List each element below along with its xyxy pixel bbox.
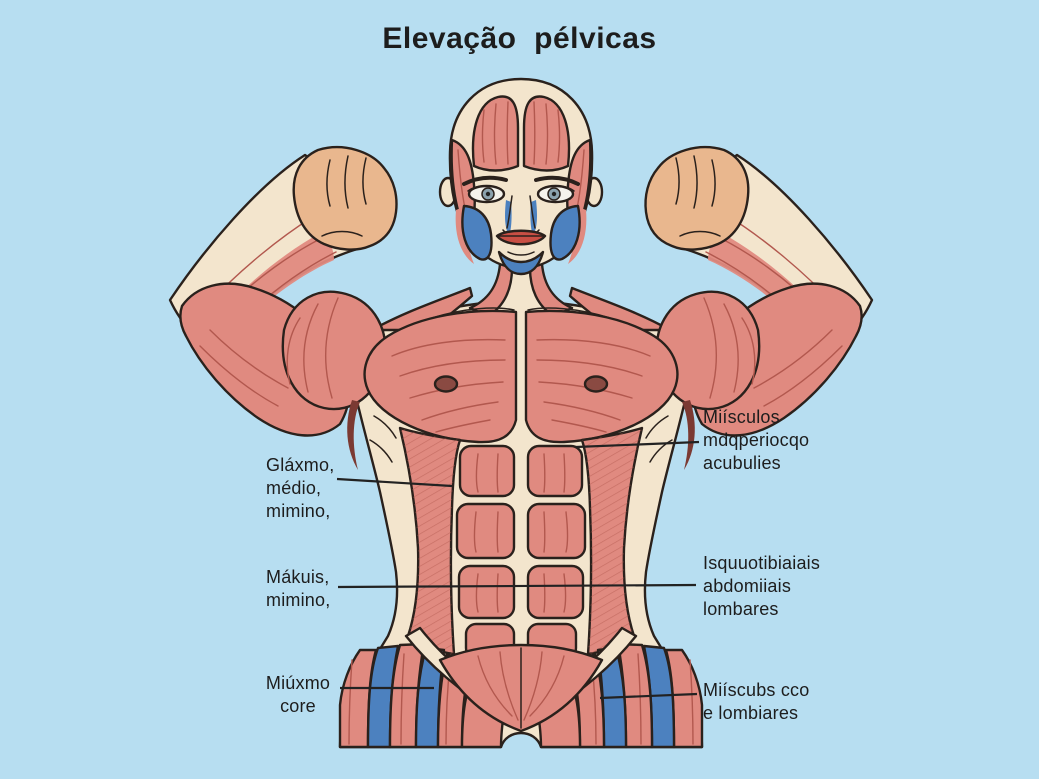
- label-left-1: Gláxmo, médio, mimino,: [266, 454, 334, 523]
- label-line: e lombiares: [703, 703, 799, 723]
- right-eyebrow: [534, 175, 580, 186]
- right-nipple: [583, 375, 609, 393]
- label-left-2: Mákuis, mimino,: [266, 566, 330, 612]
- left-fist: [292, 146, 398, 251]
- pectorals: [363, 309, 679, 463]
- head: [438, 77, 604, 276]
- diagram-title: Elevação pélvicas: [382, 22, 657, 55]
- right-fist: [644, 146, 750, 251]
- label-line: Isquuotibiaiais: [703, 553, 821, 573]
- label-line: Miíscubs cco: [703, 680, 810, 700]
- pelvis-and-thighs: [338, 626, 704, 749]
- label-line: abdomiiais: [703, 576, 792, 596]
- label-right-1: Miísculos mdqperiocqo acubulies: [703, 406, 809, 475]
- label-line: mimino,: [266, 501, 331, 521]
- left-nipple: [433, 375, 459, 393]
- forehead-muscles: [471, 95, 520, 172]
- leader-lines: [336, 440, 700, 700]
- label-line: médio,: [266, 478, 322, 498]
- label-line: Miísculos: [703, 407, 780, 427]
- label-line: acubulies: [703, 453, 781, 473]
- label-line: Gláxmo,: [266, 455, 335, 475]
- blue-facial-muscles: [461, 200, 581, 276]
- label-line: mimino,: [266, 590, 331, 610]
- label-line: lombares: [703, 599, 779, 619]
- right-arm: [644, 146, 874, 437]
- lips: [495, 229, 547, 246]
- label-left-3: Miúxmo core: [252, 672, 344, 718]
- label-line: mdqperiocqo: [703, 430, 810, 450]
- left-eye: [467, 184, 506, 204]
- deltoids: [281, 290, 761, 470]
- label-right-2: Isquuotibiaiais abdomiiais lombares: [703, 552, 820, 621]
- label-line: Miúxmo: [265, 673, 331, 693]
- left-eyebrow: [462, 175, 508, 186]
- label-right-3: Miíscubs cco e lombiares: [703, 679, 809, 725]
- right-eye: [536, 184, 575, 204]
- abdominals: [455, 444, 587, 660]
- label-line: Mákuis,: [266, 567, 330, 587]
- left-arm: [168, 146, 398, 437]
- label-line: core: [280, 696, 316, 716]
